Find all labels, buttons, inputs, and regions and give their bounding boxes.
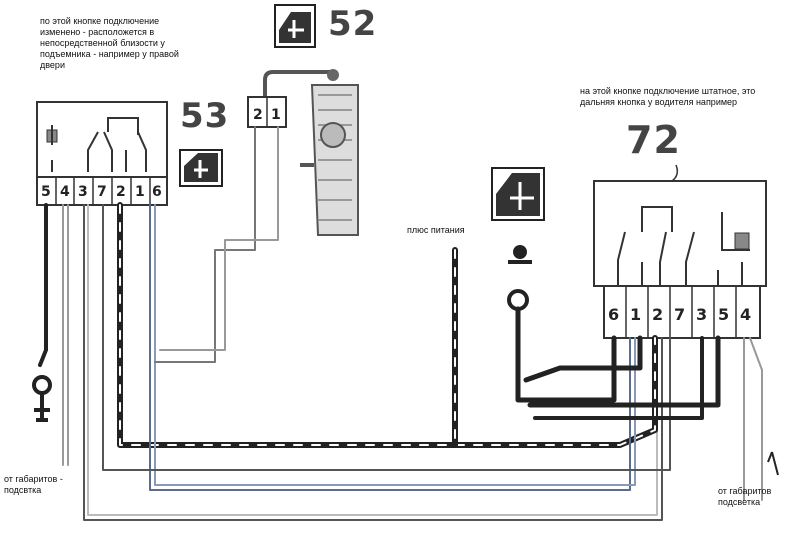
connector-53-label: 53	[180, 96, 230, 136]
pin-label: 6	[152, 184, 162, 200]
motor-pin-labels: 2 1	[253, 107, 281, 123]
connector-52-label: 52	[328, 4, 378, 44]
switch-53-pin-labels: 5 4 3 7 2 1 6	[41, 184, 162, 200]
pin-label: 4	[60, 184, 70, 200]
window-motor-52	[247, 4, 359, 236]
pin-label: 3	[696, 305, 707, 324]
pin-label: 7	[97, 184, 107, 200]
pin-label: 6	[608, 305, 619, 324]
window-icon	[491, 167, 545, 221]
pin-label: 5	[41, 184, 51, 200]
right-switch-note: на этой кнопке подключение штатное, это …	[580, 86, 756, 107]
connector-72-label: 72	[626, 118, 681, 162]
switch-72-pin-labels: 6 1 2 7 3 5 4	[608, 305, 751, 324]
pin-label: 2	[116, 184, 126, 200]
pin-label: 1	[271, 107, 281, 123]
pin-label: 1	[135, 184, 145, 200]
power-label: плюс питания	[407, 225, 465, 235]
pin-label: 4	[740, 305, 751, 324]
left-switch-note: по этой кнопке подключение изменено - ра…	[40, 16, 179, 70]
window-icon	[179, 149, 223, 187]
pin-label: 2	[253, 107, 263, 123]
left-backlight-note: от габаритов - подсвтка	[4, 474, 63, 495]
wiring	[32, 126, 779, 521]
pin-label: 7	[674, 305, 685, 324]
pin-label: 3	[78, 184, 88, 200]
right-backlight-note: от габаритов подсветка	[718, 486, 772, 507]
switch-72	[593, 164, 767, 339]
pin-label: 1	[630, 305, 641, 324]
pin-label: 5	[718, 305, 729, 324]
pin-label: 2	[652, 305, 663, 324]
